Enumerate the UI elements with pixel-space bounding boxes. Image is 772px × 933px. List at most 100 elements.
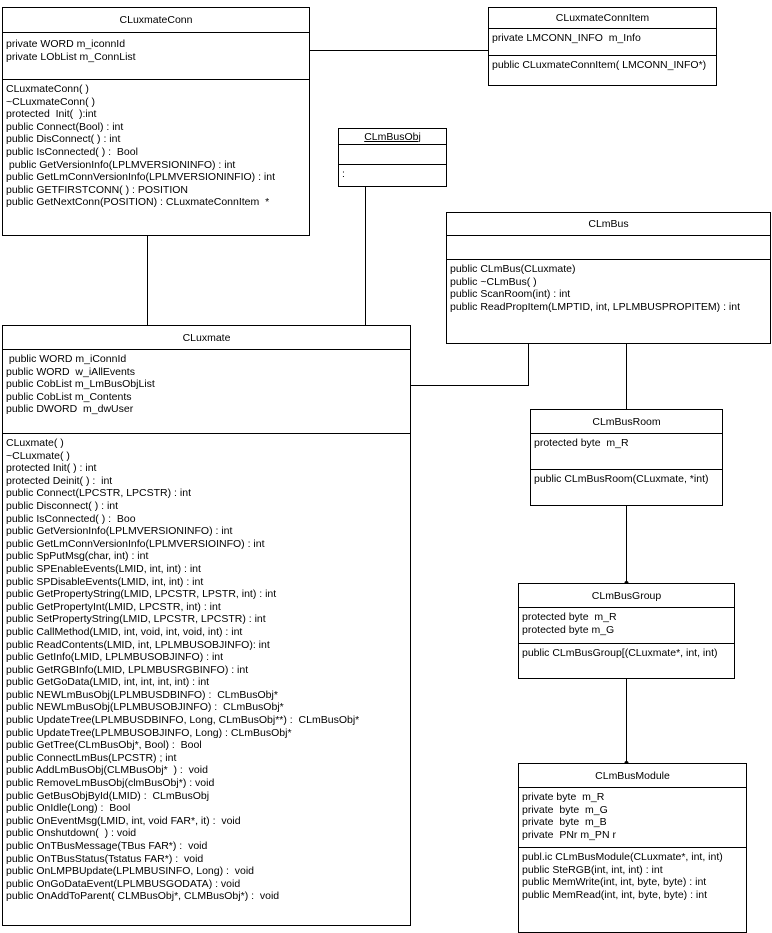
operation: public OnLMPBUpdate(LPLMBUSINFO, Long) :… (6, 865, 255, 878)
operation: public GetRGBInfo(LMID, LPLMBUSRGBINFO) … (6, 663, 249, 676)
bus-to-luxmate-line (410, 343, 529, 386)
class-name: CLuxmateConnItem (489, 8, 716, 29)
operation: public ScanRoom(int) : int (450, 288, 571, 301)
operation: public GETFIRSTCONN( ) : POSITION (6, 183, 189, 196)
operation: public GetLmConnVersionInfo(LPLMVERSIONI… (6, 171, 276, 184)
operation: public OnIdle(Long) : Bool (6, 802, 131, 815)
operation: public MemWrite(int, int, byte, byte) : … (522, 876, 707, 889)
class-name: CLmBusModule (519, 764, 746, 788)
operation: public ReadPropItem(LMPTID, int, LPLMBUS… (450, 300, 741, 313)
operation: public Disconnect( ) : int (6, 499, 119, 512)
attribute: public WORD m_iConnId (6, 353, 127, 365)
operation: public ReadContents(LMID, int, LPLMBUSOB… (6, 638, 270, 651)
operation: public Connect(LPCSTR, LPCSTR) : int (6, 487, 191, 500)
operation: public Connect(Bool) : int (6, 120, 124, 133)
operation: public GetInfo(LMID, LPLMBUSOBJINFO) : i… (6, 651, 224, 664)
operation: public Onshutdown( ) : void (6, 827, 137, 840)
operations-section: public CLmBusGroup[(CLuxmate*, int, int) (519, 644, 734, 678)
operation: public ~CLmBus( ) (450, 275, 537, 288)
class-box-connitem[interactable]: CLuxmateConnItem private LMCONN_INFO m_In… (488, 7, 717, 86)
class-name: CLuxmateConn (3, 8, 309, 33)
operation: public OnGoDataEvent(LPLMBUSGODATA) : vo… (6, 877, 241, 890)
operation: public GetPropertyInt(LMID, LPCSTR, int)… (6, 600, 221, 613)
attributes-section: private LMCONN_INFO m_Info (489, 29, 716, 56)
operation: public CLmBusRoom(CLuxmate, *int) (534, 473, 709, 485)
attribute: public CobList m_LmBusObjList (6, 378, 155, 391)
operation: public OnTBusStatus(Tstatus FAR*) : void (6, 852, 204, 865)
operation: public NEWLmBusObj(LPLMBUSOBJINFO) : CLm… (6, 701, 284, 714)
operation: public CLmBus(CLuxmate) (450, 263, 576, 275)
operation: : (342, 168, 345, 180)
attribute: private PNr m_PN r (522, 828, 616, 841)
operations-section: CLuxmate( )~CLuxmate( )protected Init( )… (3, 434, 410, 925)
operation: public SetPropertyString(LMID, LPCSTR, L… (6, 613, 266, 626)
operation: public IsConnected( ) : Boo (6, 512, 136, 525)
attributes-section (339, 145, 446, 165)
attribute: private LMCONN_INFO m_Info (492, 32, 641, 44)
operation: public UpdateTree(LPLMBUSOBJINFO, Long) … (6, 726, 292, 739)
operation: protected Init( ) : int (6, 462, 97, 475)
class-name: CLmBusRoom (531, 410, 722, 434)
attributes-section (447, 236, 770, 260)
class-name: CLuxmate (3, 326, 410, 350)
attribute: public WORD w_iAllEvents (6, 365, 135, 378)
operation: public CLuxmateConnItem( LMCONN_INFO*) (492, 59, 707, 71)
operation: public GetLmConnVersionInfo(LPLMVERSIOIN… (6, 537, 265, 550)
operations-section: publ.ic CLmBusModule(CLuxmate*, int, int… (519, 848, 746, 932)
operation: public DisConnect( ) : int (6, 133, 121, 146)
operation: public OnTBusMessage(TBus FAR*) : void (6, 840, 208, 852)
operation: public SteRGB(int, int, int) : int (522, 863, 663, 876)
attribute: private LObList m_ConnList (6, 50, 136, 63)
operation: public OnAddToParent( CLMBusObj*, CLMBus… (6, 890, 280, 903)
operation: public SpPutMsg(char, int) : int (6, 550, 149, 563)
class-box-bus[interactable]: CLmBus public CLmBus(CLuxmate)public ~CLm… (446, 212, 771, 344)
operations-section: public CLuxmateConnItem( LMCONN_INFO*) (489, 56, 716, 85)
operations-section: public CLmBus(CLuxmate)public ~CLmBus( )… (447, 260, 770, 343)
operation: ~CLuxmate( ) (6, 449, 70, 462)
operation: public GetVersionInfo(LPLMVERSIONINFO) :… (6, 525, 233, 538)
operation: protected Deinit( ) : int (6, 474, 113, 487)
operation: protected Init( ):int (6, 108, 97, 121)
operation: public CLmBusGroup[(CLuxmate*, int, int) (522, 647, 718, 659)
operation: public UpdateTree(LPLMBUSDBINFO, Long, C… (6, 714, 360, 727)
attribute: protected byte m_G (522, 623, 615, 636)
operation: public GetPropertyString(LMID, LPCSTR, L… (6, 588, 277, 601)
attribute: private byte m_G (522, 803, 608, 816)
class-name: CLmBusObj (339, 129, 446, 145)
operation: CLuxmateConn( ) (6, 83, 89, 95)
operation: public GetNextConn(POSITION) : CLuxmateC… (6, 196, 270, 209)
operation: public GetGoData(LMID, int, int, int, in… (6, 676, 210, 689)
operations-section: public CLmBusRoom(CLuxmate, *int) (531, 470, 722, 505)
attribute: private byte m_B (522, 816, 607, 829)
operation: public GetBusObjById(LMID) : CLmBusObj (6, 789, 210, 802)
class-box-busobj[interactable]: CLmBusObj: (338, 128, 447, 187)
attribute: protected byte m_R (534, 437, 629, 449)
operation: CLuxmate( ) (6, 437, 64, 449)
operation: publ.ic CLmBusModule(CLuxmate*, int, int… (522, 851, 723, 863)
operations-section: CLuxmateConn( )~CLuxmateConn( )protected… (3, 80, 309, 235)
operation: public RemoveLmBusObj(clmBusObj*) : void (6, 777, 215, 790)
class-name: CLmBusGroup (519, 584, 734, 608)
operation: public SPEnableEvents(LMID, int, int) : … (6, 562, 201, 575)
attribute: public DWORD m_dwUser (6, 403, 134, 416)
attribute: public CobList m_Contents (6, 390, 132, 403)
operation: public IsConnected( ) : Bool (6, 145, 138, 158)
operation: public SPDisableEvents(LMID, int, int) :… (6, 575, 204, 588)
operation: public CallMethod(LMID, int, void, int, … (6, 625, 243, 638)
operation: public MemRead(int, int, byte, byte) : i… (522, 888, 707, 901)
class-name: CLmBus (447, 213, 770, 236)
attribute: private byte m_R (522, 791, 605, 803)
operation: public AddLmBusObj(CLMBusObj* ) : void (6, 764, 208, 777)
operation: ~CLuxmateConn( ) (6, 95, 95, 108)
operation: public GetTree(CLmBusObj*, Bool) : Bool (6, 739, 202, 752)
